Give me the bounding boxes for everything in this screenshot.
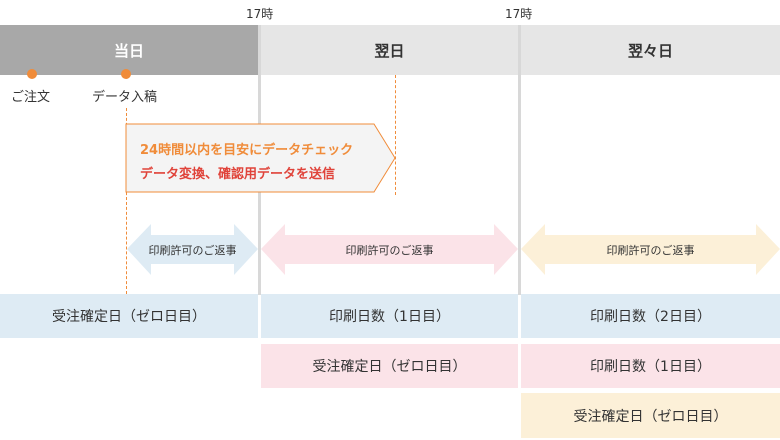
row2-next-day: 受注確定日（ゼロ日目） xyxy=(261,344,518,388)
separator-17h-right xyxy=(518,25,521,295)
time-label-17-right: 17時 xyxy=(505,7,533,21)
event-label-upload: データ入稿 xyxy=(92,90,158,105)
row2-day-after: 印刷日数（1日目） xyxy=(521,344,780,388)
callout-text-convert: データ変換、確認用データを送信 xyxy=(140,167,336,182)
row1-next-day: 印刷日数（1日目） xyxy=(261,294,518,338)
arrow-label-day-after: 印刷許可のご返事 xyxy=(606,243,695,257)
event-label-order: ご注文 xyxy=(11,90,51,105)
dashed-line-deadline xyxy=(395,75,396,195)
arrow-label-today: 印刷許可のご返事 xyxy=(148,243,237,257)
arrow-approval-day-after: 印刷許可のご返事 xyxy=(521,224,780,275)
arrow-label-next-day: 印刷許可のご返事 xyxy=(345,243,434,257)
header-day-after: 翌々日 xyxy=(521,25,780,75)
callout-text-check: 24時間以内を目安にデータチェック xyxy=(140,143,354,158)
header-next-day: 翌日 xyxy=(261,25,518,75)
callout-box xyxy=(125,123,396,193)
row1-day-after: 印刷日数（2日目） xyxy=(521,294,780,338)
event-dot-upload xyxy=(121,69,131,79)
time-label-17-left: 17時 xyxy=(246,7,274,21)
arrow-approval-today: 印刷許可のご返事 xyxy=(127,224,258,275)
header-today: 当日 xyxy=(0,25,258,75)
row3-day-after: 受注確定日（ゼロ日目） xyxy=(521,393,780,438)
arrow-approval-next-day: 印刷許可のご返事 xyxy=(261,224,518,275)
row1-today: 受注確定日（ゼロ日目） xyxy=(0,294,258,338)
dashed-line-upload xyxy=(126,108,127,294)
event-dot-order xyxy=(27,69,37,79)
